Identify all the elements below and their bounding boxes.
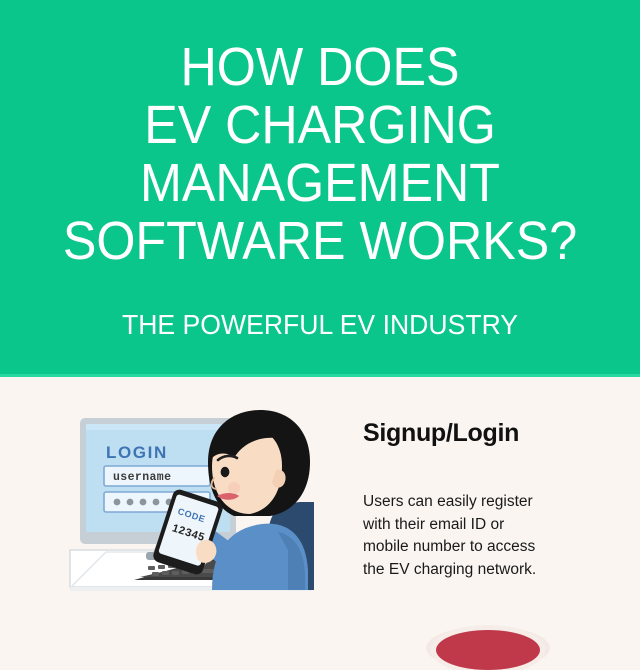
svg-text:username: username: [113, 471, 171, 484]
page-title-line-1: HOW DOES: [180, 37, 460, 97]
page-title-line-2: EV CHARGING: [144, 95, 496, 155]
mobile-phone: CODE 12345: [153, 489, 223, 575]
section-body-line-4: the EV charging network.: [363, 560, 537, 578]
page-title-line-3: MANAGEMENT: [140, 153, 500, 213]
page-title-line-4: SOFTWARE WORKS?: [62, 211, 578, 271]
section-body-line-2: with their email ID or: [363, 515, 505, 533]
section-text-column: Signup/Login Users can easily register w…: [363, 418, 593, 578]
signup-login-illustration: LOGIN username: [62, 400, 320, 618]
content-section: LOGIN username: [0, 378, 640, 640]
section-body-line-1: Users can easily register: [363, 493, 533, 510]
person-head: [208, 410, 310, 516]
section-body-line-3: mobile number to access: [363, 538, 536, 555]
svg-text:LOGIN: LOGIN: [106, 443, 168, 462]
section-heading: Signup/Login: [363, 419, 520, 447]
hero-banner: HOW DOES EV CHARGING MANAGEMENT SOFTWARE…: [0, 0, 640, 377]
hero-divider: [0, 374, 640, 377]
red-circle-badge-cutoff: [436, 630, 540, 670]
section-body: Users can easily register with their ema…: [363, 491, 583, 581]
person-thumb: [196, 539, 217, 563]
page-subtitle: THE POWERFUL EV INDUSTRY: [121, 309, 519, 340]
page-title: HOW DOES EV CHARGING MANAGEMENT SOFTWARE…: [22, 38, 617, 270]
